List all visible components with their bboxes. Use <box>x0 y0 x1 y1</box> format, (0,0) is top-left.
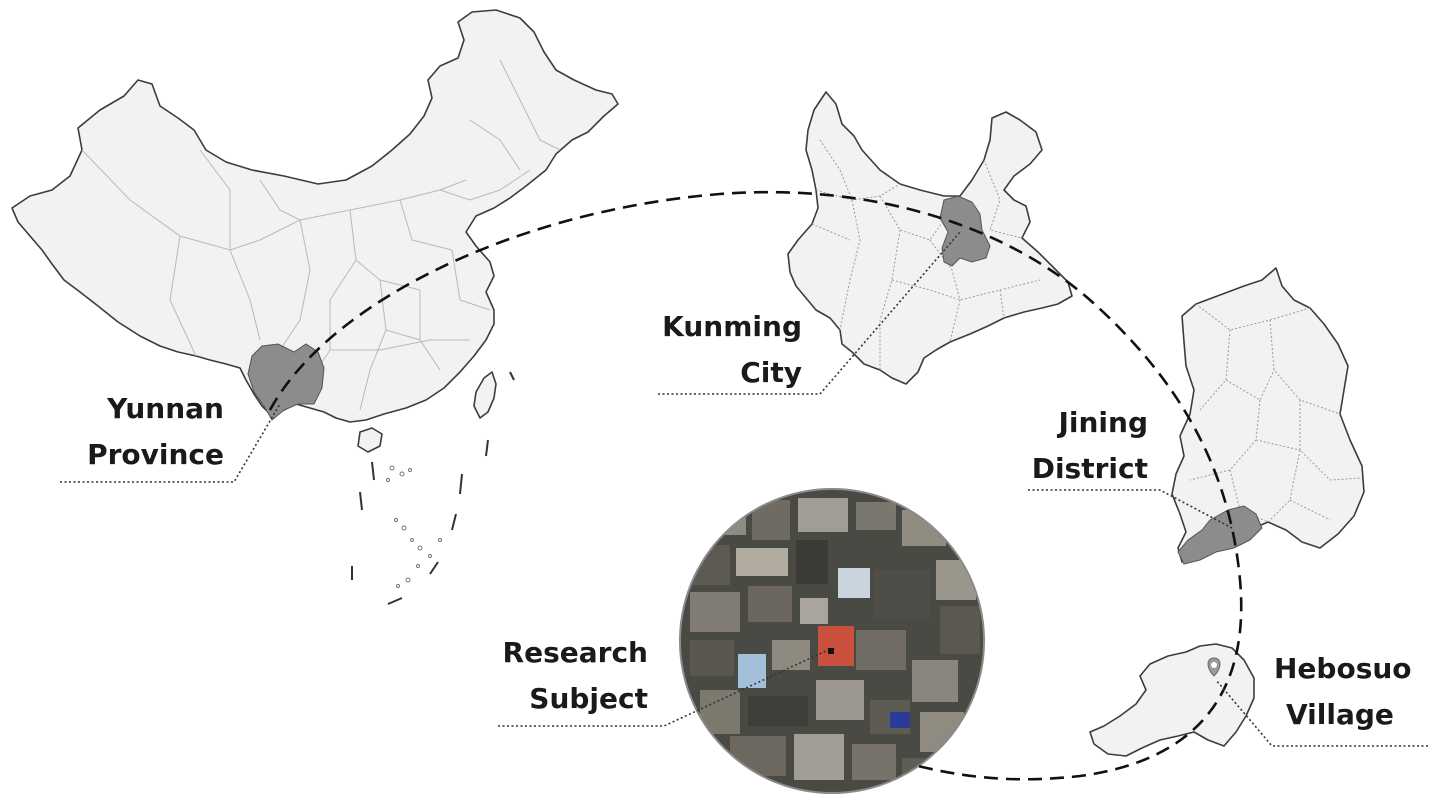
research-leader-line <box>498 649 829 727</box>
hainan-outline <box>357 427 383 453</box>
aerial-photo <box>679 488 985 794</box>
kunming-leader-line <box>658 231 961 395</box>
yunnan-prefecture-boundaries <box>811 139 1041 370</box>
kunming-label-line1: Kunming <box>662 310 802 343</box>
hebosuo-outline <box>1089 643 1255 757</box>
jining-leader-line <box>1028 489 1233 529</box>
research-subject-building <box>818 626 854 666</box>
yunnan-outline <box>787 91 1073 385</box>
hebosuo-map <box>1089 643 1255 757</box>
province-boundaries <box>81 59 561 411</box>
jining-label-line1: Jining <box>1056 406 1148 439</box>
yunnan-leader-line <box>60 403 281 483</box>
research-label-line1: Research <box>503 636 648 669</box>
hebosuo-label-line2: Village <box>1286 698 1394 731</box>
yunnan-label-line1: Yunnan <box>106 392 224 425</box>
yunnan-label-line2: Province <box>87 438 224 471</box>
china-outline <box>11 9 619 423</box>
jining-highlight <box>1177 505 1263 565</box>
zoom-trajectory <box>268 190 1243 781</box>
nine-dash-line <box>351 371 515 605</box>
china-map <box>11 9 619 605</box>
south-sea-islands <box>386 465 442 588</box>
jining-label: Jining District <box>1032 406 1148 485</box>
hebosuo-label-line1: Hebosuo <box>1274 652 1412 685</box>
taiwan-outline <box>473 371 497 419</box>
yunnan-map <box>787 91 1073 385</box>
kunming-label: Kunming City <box>662 310 802 389</box>
hebosuo-label: Hebosuo Village <box>1274 652 1412 731</box>
kunming-outline <box>1171 267 1365 563</box>
research-label-line2: Subject <box>529 682 648 715</box>
kunming-highlight <box>939 195 991 267</box>
kunming-map <box>1171 267 1365 565</box>
research-label: Research Subject <box>503 636 648 715</box>
yunnan-label: Yunnan Province <box>87 392 224 471</box>
kunming-label-line2: City <box>740 356 802 389</box>
location-pin-icon <box>1207 657 1221 677</box>
jining-label-line2: District <box>1032 452 1148 485</box>
yunnan-highlight <box>247 343 325 421</box>
